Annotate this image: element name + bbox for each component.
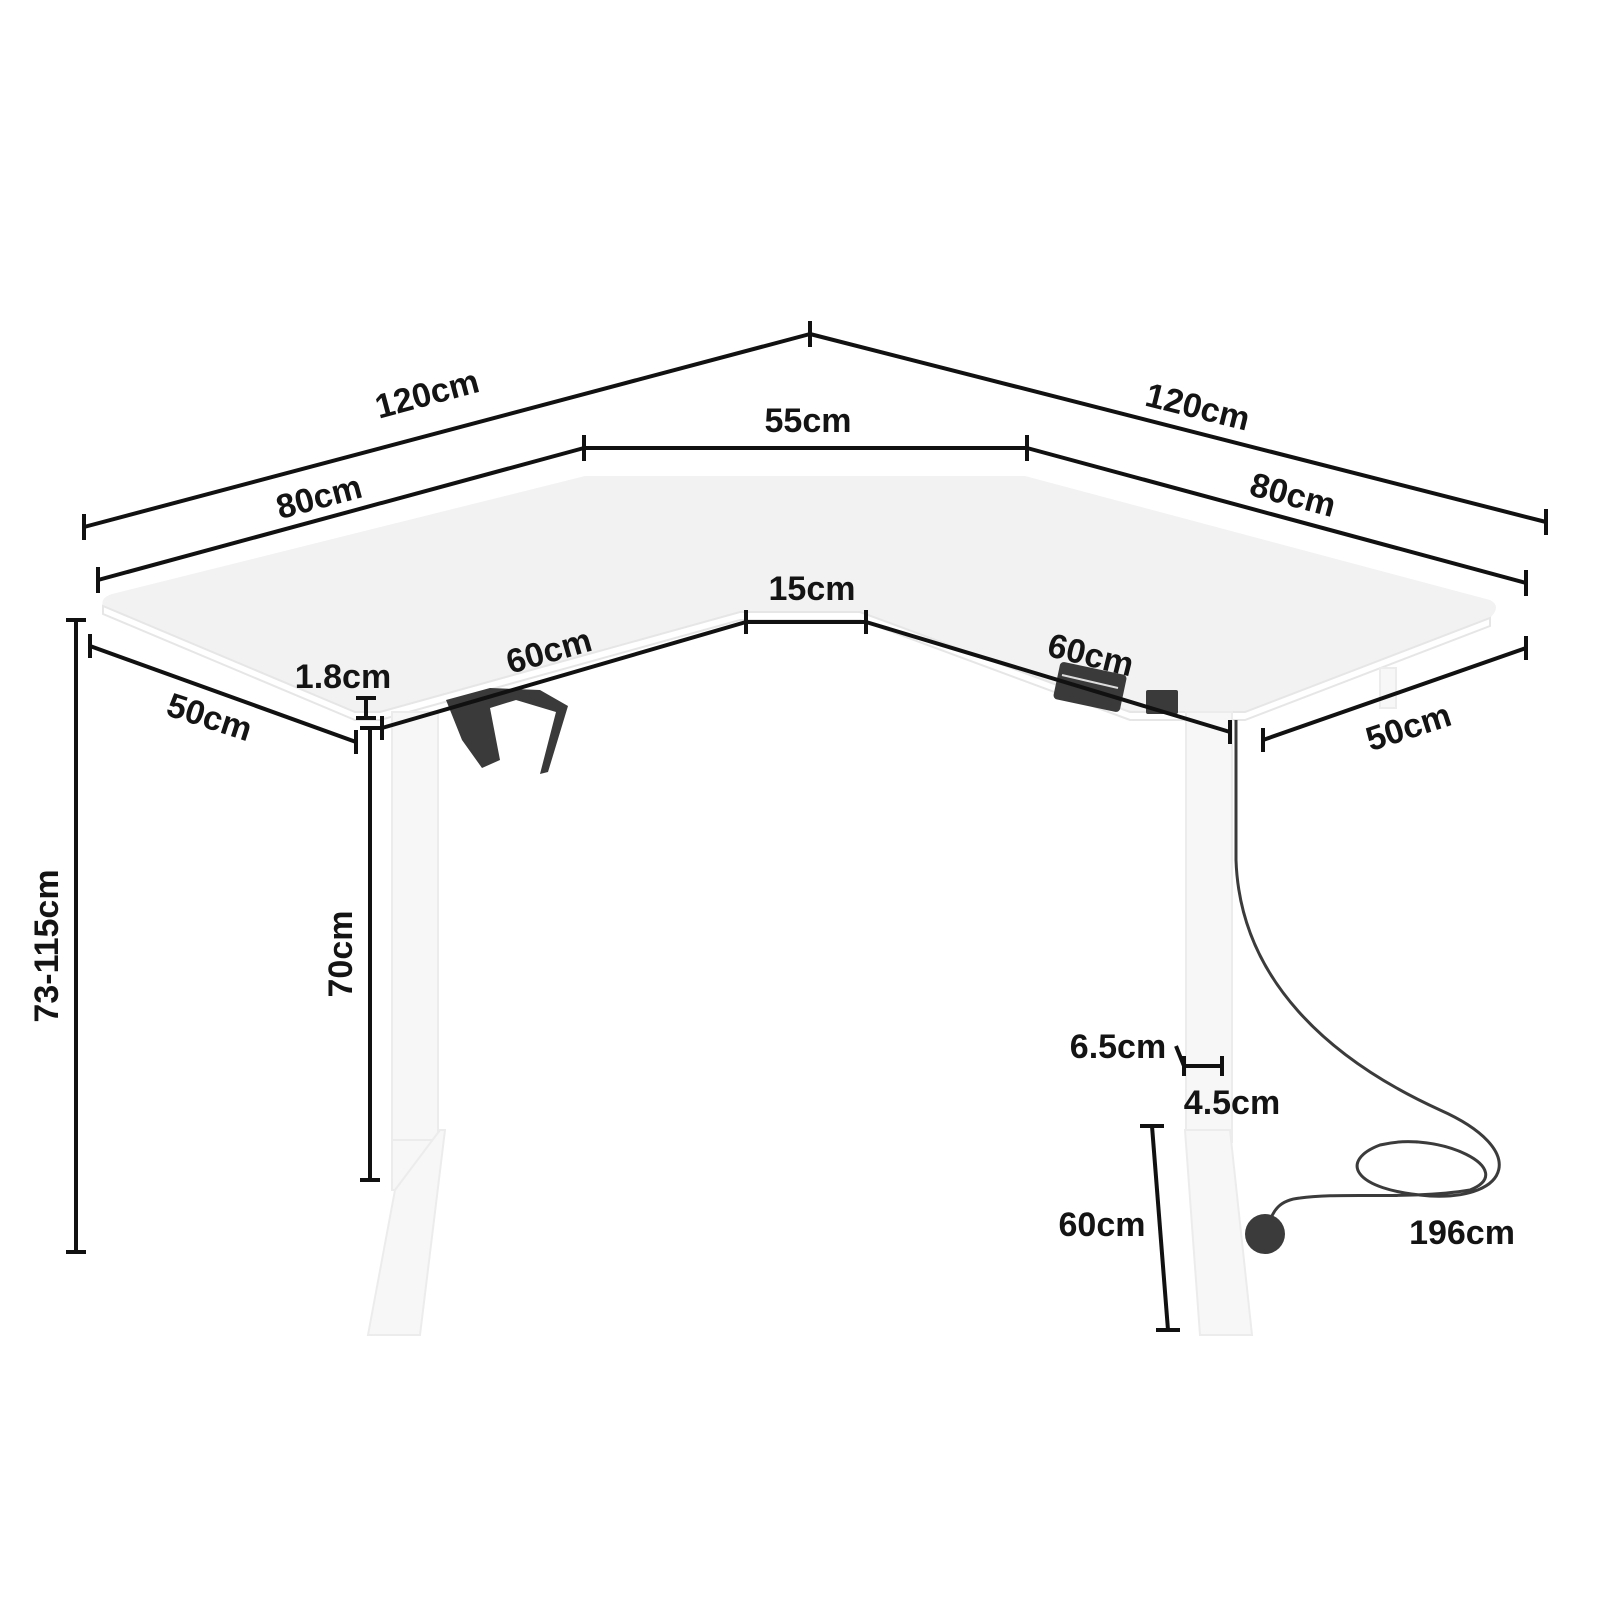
label-column-depth: 6.5cm — [1070, 1028, 1166, 1066]
label-inner-right-length: 80cm — [1246, 466, 1340, 525]
label-column-height: 70cm — [322, 911, 360, 998]
label-outer-left-length: 120cm — [371, 362, 483, 426]
label-corner-back-width: 15cm — [769, 570, 856, 608]
power-cable — [1234, 720, 1501, 1254]
label-height-range: 73-115cm — [28, 869, 66, 1022]
label-column-width: 4.5cm — [1184, 1084, 1280, 1122]
cup-holder — [446, 688, 568, 774]
left-leg — [366, 711, 447, 1336]
right-leg — [1183, 667, 1397, 1336]
label-corner-front-width: 55cm — [765, 402, 852, 440]
label-cable-length: 196cm — [1409, 1214, 1515, 1252]
control-panel — [1053, 662, 1127, 712]
label-outer-right-length: 120cm — [1142, 376, 1254, 438]
label-left-depth: 50cm — [162, 686, 256, 749]
label-top-thickness: 1.8cm — [295, 658, 391, 696]
label-foot-length: 60cm — [1059, 1206, 1146, 1244]
label-right-depth: 50cm — [1361, 696, 1455, 759]
dimension-lines — [66, 321, 1548, 1332]
